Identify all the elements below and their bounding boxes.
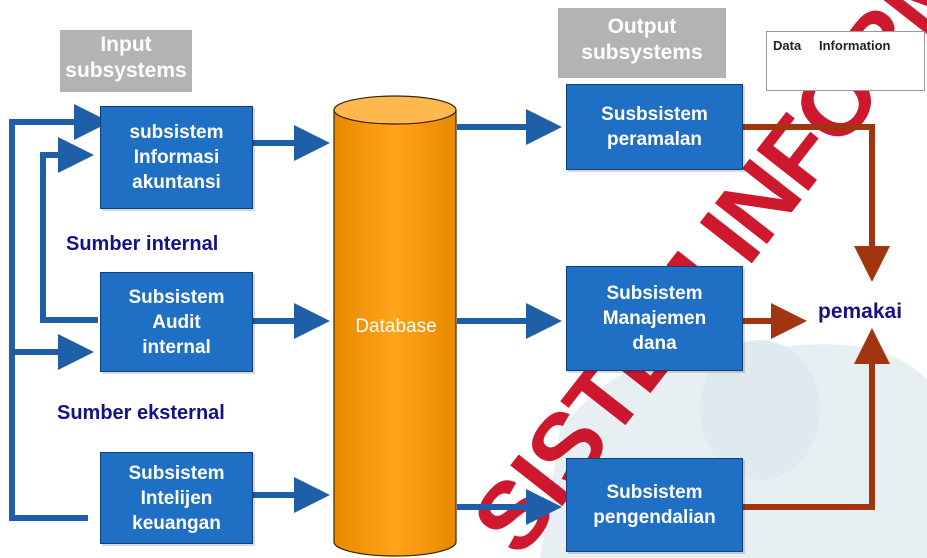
database-label: Database xyxy=(355,316,437,337)
subsystem-accounting-information: subsistem Informasi akuntansi xyxy=(100,106,253,209)
subsystem-internal-audit: Subsistem Audit internal xyxy=(100,272,253,372)
database-cylinder xyxy=(333,95,457,557)
internal-source-label: Sumber internal xyxy=(66,233,219,255)
input-subsystems-title: Input subsystems xyxy=(60,30,192,92)
external-source-label: Sumber eksternal xyxy=(57,402,225,424)
subsystem-funds-management: Subsistem Manajemen dana xyxy=(566,266,743,371)
subsystem-forecasting: Susbsistem peramalan xyxy=(566,84,743,170)
legend-information-label: Information xyxy=(819,38,891,53)
output-subsystems-title: Output subsystems xyxy=(558,8,726,78)
input-connectors xyxy=(9,104,562,525)
subsystem-control: Subsistem pengendalian xyxy=(566,458,743,552)
legend-data-label: Data xyxy=(773,38,802,53)
legend: Data Information xyxy=(766,31,925,91)
output-connectors xyxy=(742,124,890,510)
user-label: pemakai xyxy=(818,300,903,323)
subsystem-financial-intelligence: Subsistem Intelijen keuangan xyxy=(100,452,253,544)
